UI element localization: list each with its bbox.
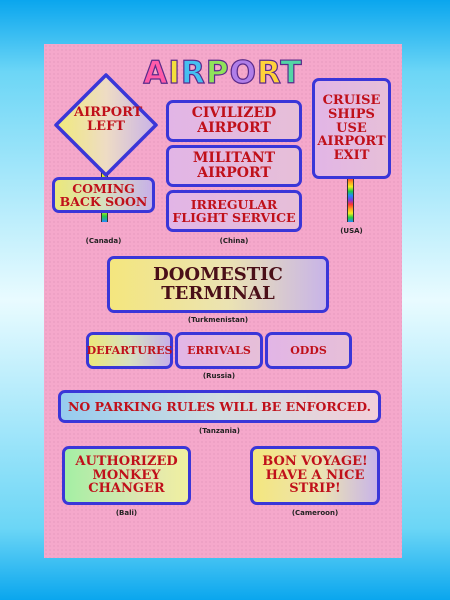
usa-cruise-ships-sign: CRUISE SHIPS USE AIRPORT EXIT bbox=[312, 78, 391, 179]
china-militant-sign: MILITANT AIRPORT bbox=[166, 145, 302, 187]
poster: AIRPORT AIRPORT LEFT COMING BACK SOON (C… bbox=[44, 44, 402, 558]
russia-errivals-sign: ERRIVALS bbox=[175, 332, 263, 369]
country-label-usa: (USA) bbox=[340, 227, 363, 235]
canada-coming-back-sign: COMING BACK SOON bbox=[52, 177, 155, 213]
canada-diamond-sign bbox=[54, 73, 158, 177]
tanzania-no-parking-sign: NO PARKING RULES WILL BE ENFORCED. bbox=[58, 390, 381, 423]
china-irregular-sign: IRREGULAR FLIGHT SERVICE bbox=[166, 190, 302, 232]
cameroon-bon-voyage-sign: BON VOYAGE! HAVE A NICE STRIP! bbox=[250, 446, 380, 505]
country-label-turkmenistan: (Turkmenistan) bbox=[187, 316, 249, 324]
title-letter: R bbox=[180, 55, 206, 91]
page-title: AIRPORT bbox=[44, 55, 402, 91]
usa-sign-pole bbox=[347, 178, 354, 222]
china-civilized-sign: CIVILIZED AIRPORT bbox=[166, 100, 302, 142]
title-letter: I bbox=[168, 55, 181, 91]
country-label-russia: (Russia) bbox=[202, 372, 236, 380]
country-label-canada: (Canada) bbox=[85, 237, 122, 245]
title-letter: A bbox=[143, 55, 169, 91]
country-label-china: (China) bbox=[219, 237, 249, 245]
title-letter: P bbox=[205, 55, 230, 91]
country-label-tanzania: (Tanzania) bbox=[199, 427, 240, 435]
russia-defartures-sign: DEFARTURES bbox=[86, 332, 173, 369]
canada-diamond-text: AIRPORT LEFT bbox=[74, 105, 143, 135]
title-letter: T bbox=[280, 55, 303, 91]
bali-monkey-changer-sign: AUTHORIZED MONKEY CHANGER bbox=[62, 446, 191, 505]
country-label-cameroon: (Cameroon) bbox=[291, 509, 339, 517]
title-letter: O bbox=[229, 55, 257, 91]
russia-odds-sign: ODDS bbox=[265, 332, 352, 369]
country-label-bali: (Bali) bbox=[115, 509, 138, 517]
title-letter: R bbox=[256, 55, 281, 91]
turkmenistan-terminal-sign: DOOMESTIC TERMINAL bbox=[107, 256, 329, 313]
